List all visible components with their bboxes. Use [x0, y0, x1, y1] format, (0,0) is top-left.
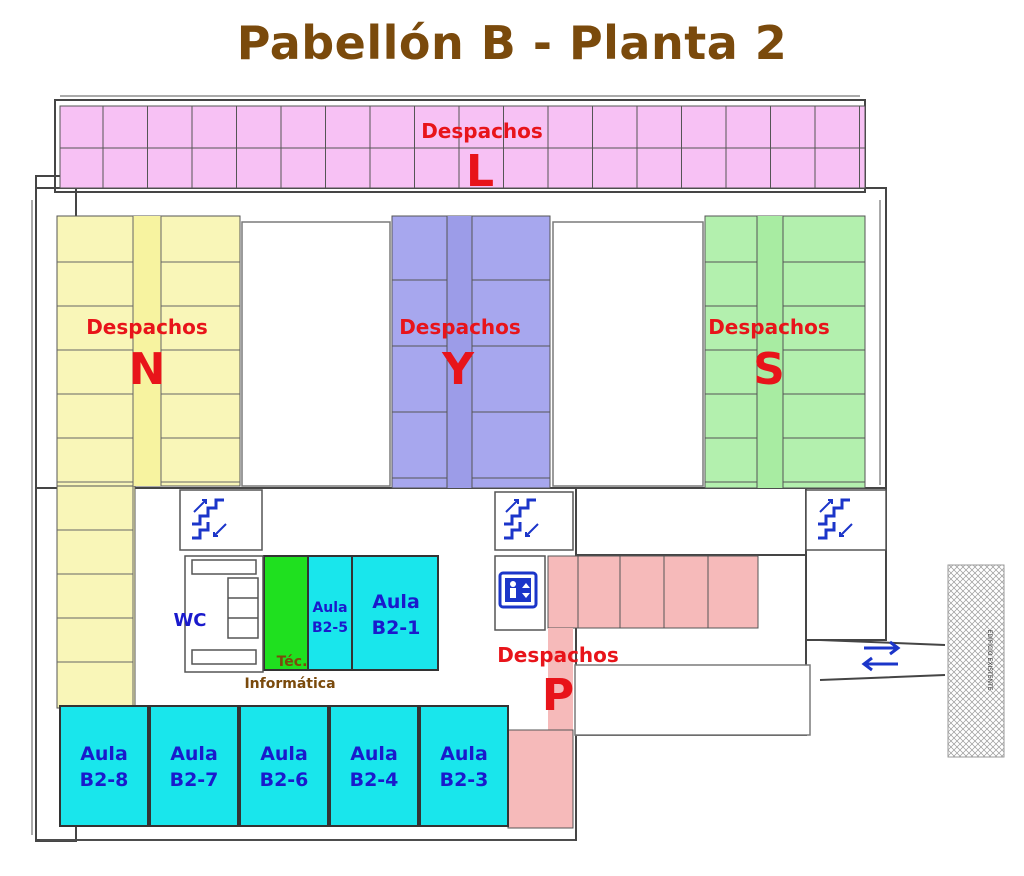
existing-building-label: EDIFICIO EXISTENTE: [986, 630, 993, 691]
elevator-icon: [498, 571, 538, 609]
tec-sublabel: Informática: [244, 676, 335, 692]
aula-label: Aula: [312, 600, 347, 616]
stairs-icon: [504, 498, 539, 540]
wall-ticks: [31, 95, 881, 841]
zone-S-letter: S: [753, 344, 785, 395]
aula-code: B2-3: [440, 769, 489, 791]
aula-label: Aula: [350, 743, 398, 765]
stairwells: [179, 489, 887, 631]
zone-L-letter: L: [466, 146, 494, 197]
aula-label: Aula: [80, 743, 128, 765]
aula-label: Aula: [170, 743, 218, 765]
zone-Y-letter: Y: [441, 344, 475, 395]
aulas-bottom: [59, 705, 509, 827]
aula-code: B2-5: [312, 620, 348, 636]
wc-block: [184, 555, 264, 673]
zone-N-title: Despachos: [86, 315, 208, 339]
zone-S-title: Despachos: [708, 315, 830, 339]
zone-S-rooms: [704, 215, 866, 489]
zone-L-title: Despachos: [421, 119, 543, 143]
existing-building: [947, 564, 1005, 758]
aulas-center: [263, 555, 439, 671]
zone-P-letter: P: [542, 670, 574, 721]
zone-P-rooms: [507, 555, 759, 829]
page-title: Pabellón B - Planta 2: [236, 16, 788, 70]
zone-P-title: Despachos: [497, 643, 619, 667]
aula-label: Aula: [372, 591, 420, 613]
aula-code: B2-6: [260, 769, 309, 791]
aula-label: Aula: [260, 743, 308, 765]
zone-Y-title: Despachos: [399, 315, 521, 339]
stairs-icon: [818, 498, 853, 540]
aula-code: B2-1: [372, 617, 421, 639]
zone-Y-rooms: [391, 215, 551, 489]
wc-label: WC: [173, 610, 206, 631]
aula-code: B2-8: [80, 769, 129, 791]
zone-N-letter: N: [129, 344, 166, 395]
courtyards: [241, 221, 811, 736]
aula-label: Aula: [440, 743, 488, 765]
bidirectional-arrow-icon: [861, 640, 901, 672]
stairs-icon: [192, 498, 227, 540]
aula-code: B2-4: [350, 769, 399, 791]
zone-N-rooms: [56, 215, 241, 709]
tec-label: Téc.: [277, 654, 308, 670]
aula-code: B2-7: [170, 769, 219, 791]
zone-L-rooms: [59, 105, 866, 189]
